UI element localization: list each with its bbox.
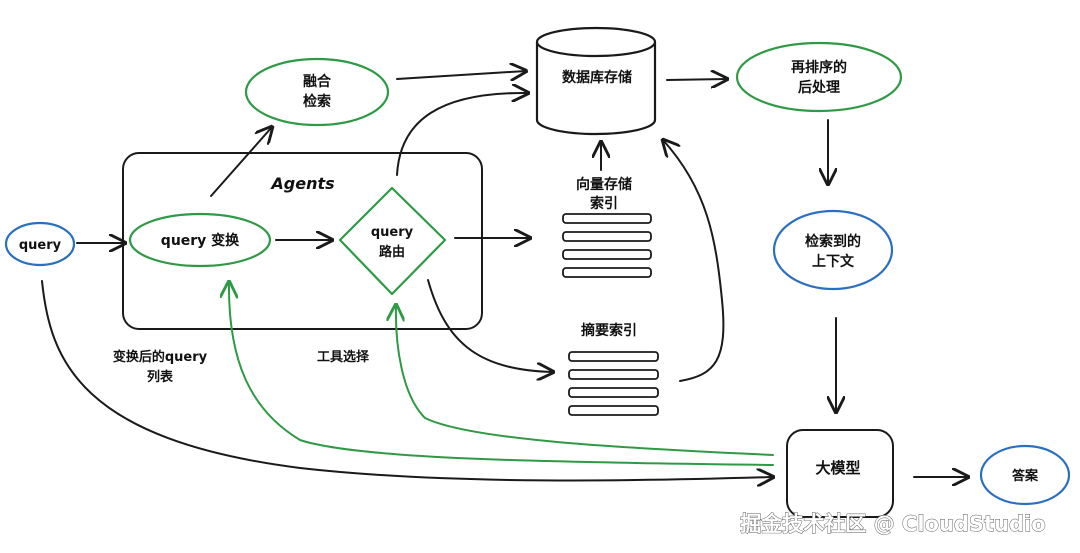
node-retrieved-context: 检索到的 上下文 (772, 209, 894, 291)
label-transformed-queries: 变换后的query (113, 349, 208, 365)
arrows-feedback (229, 282, 774, 466)
svg-text:融合: 融合 (303, 73, 332, 90)
arrow-llm-to-transform (229, 282, 774, 466)
svg-text:query 变换: query 变换 (161, 232, 240, 249)
node-query-router: query 路由 (338, 186, 447, 296)
node-query-input: query (4, 221, 76, 267)
arrow-transform-to-fusion (210, 127, 272, 197)
svg-text:上下文: 上下文 (812, 253, 855, 270)
svg-text:Agents: Agents (269, 174, 334, 193)
svg-text:摘要索引: 摘要索引 (581, 322, 637, 339)
node-database-storage: 数据库存储 (535, 26, 657, 136)
svg-text:索引: 索引 (590, 195, 618, 212)
svg-text:大模型: 大模型 (815, 459, 860, 477)
arrow-router-to-summary (427, 279, 553, 372)
arrow-db-to-rerank (666, 79, 727, 80)
arrow-llm-to-router (396, 305, 774, 456)
svg-text:query: query (371, 225, 414, 240)
svg-text:路由: 路由 (379, 244, 405, 260)
svg-text:数据库存储: 数据库存储 (562, 69, 632, 86)
svg-text:后处理: 后处理 (798, 79, 840, 96)
svg-text:检索到的: 检索到的 (805, 233, 861, 250)
arrows-main (41, 71, 968, 480)
svg-text:再排序的: 再排序的 (791, 59, 847, 76)
svg-text:query: query (19, 238, 62, 253)
svg-text:答案: 答案 (1012, 468, 1039, 484)
node-fusion-retrieval: 融合 检索 (244, 57, 390, 127)
node-rerank-postprocess: 再排序的 后处理 (735, 41, 903, 113)
node-summary-index: 摘要索引 (568, 322, 659, 416)
label-tool-selection: 工具选择 (317, 349, 370, 365)
arrow-query-to-llm (41, 280, 773, 480)
node-llm: 大模型 (786, 429, 894, 518)
node-vector-index: 向量存储 索引 (562, 176, 652, 278)
arrow-fusion-to-db (396, 71, 526, 79)
node-answer: 答案 (979, 444, 1071, 506)
arrow-summary-to-db (663, 140, 725, 382)
svg-text:向量存储: 向量存储 (576, 176, 632, 193)
label-transformed-queries-list: 列表 (147, 369, 174, 385)
watermark: 掘金技术社区 @ CloudStudio (740, 512, 1045, 536)
arrow-router-to-db (396, 93, 528, 176)
svg-text:检索: 检索 (303, 93, 331, 110)
node-query-transform: query 变换 (128, 212, 272, 268)
